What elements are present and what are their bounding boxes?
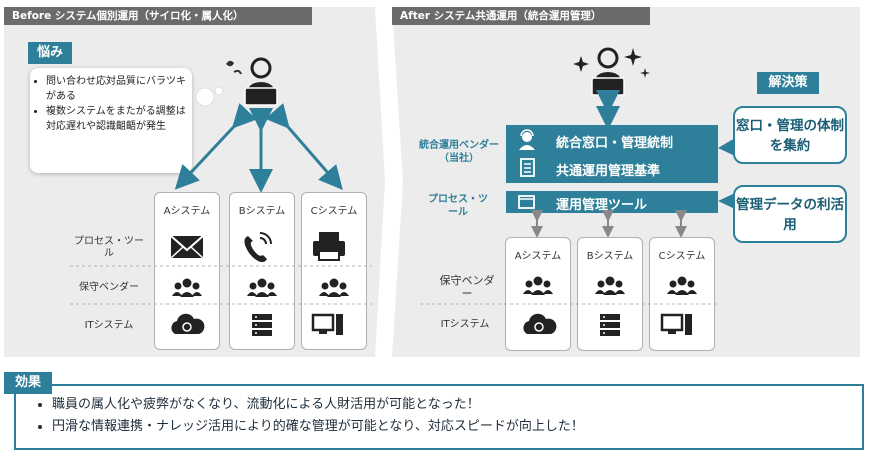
people-group-icon [523,276,553,295]
ops-tool-box [506,191,718,213]
cloud-icon [523,313,557,334]
support-agent-icon [519,129,535,150]
server-icon [252,314,272,336]
printer-icon [313,232,345,261]
row-label-vendor: 保守ベンダー [439,274,495,300]
people-group-icon [172,278,202,297]
before-header: Before システム個別運用（サイロ化・属人化） [4,7,312,25]
effects-box: 職員の属人化や疲弊がなくなり、流動化による人財活用が可能となった！ 円滑な情報連… [14,384,864,450]
solution-tag: 解決策 [757,72,819,94]
worry-item: 問い合わせ応対品質にバラツキがある [46,74,186,104]
desktop-pc-icon [660,313,692,335]
people-group-icon [247,278,277,297]
ops-tool-label: 運用管理ツール [556,198,648,213]
desktop-pc-icon [311,313,343,335]
system-title: Cシステム [658,251,706,262]
row-label-it: ITシステム [84,320,134,331]
system-title: Aシステム [514,251,562,262]
cloud-icon [171,313,205,334]
people-group-icon [595,276,625,295]
checklist-icon [520,158,535,177]
system-title: Cシステム [310,206,358,217]
worry-bubble: 問い合わせ応対品質にバラツキがある 複数システムをまたがる調整は対応遅れや認識齟… [30,68,192,173]
effect-item: 職員の属人化や疲弊がなくなり、流動化による人財活用が可能となった！ [52,394,862,416]
worry-tag: 悩み [28,42,72,64]
integrated-management-box [506,125,718,183]
row-label-it: ITシステム [440,319,490,330]
server-icon [600,314,620,336]
vendor-label: 統合運用ベンダー（当社） [419,140,499,164]
phone-icon [244,232,272,263]
integrated-item: 共通運用管理基準 [556,164,661,179]
people-group-icon [667,276,697,295]
mail-icon [170,235,204,259]
people-group-icon [319,278,349,297]
callout-centralize: 窓口・管理の体制を集約 [733,106,847,164]
system-title: Aシステム [163,206,211,217]
worry-item: 複数システムをまたがる調整は対応遅れや認識齟齬が発生 [46,104,186,134]
window-icon [518,195,535,209]
callout-data-use: 管理データの利活用 [733,185,847,243]
row-label-vendor: 保守ベンダー [79,282,139,293]
process-tool-label: プロセス・ツール [428,194,488,218]
system-title: Bシステム [238,206,286,217]
after-header: After システム共通運用（統合運用管理） [392,7,650,25]
system-title: Bシステム [586,251,634,262]
integrated-item: 統合窓口・管理統制 [556,136,674,151]
effect-item: 円滑な情報連携・ナレッジ活用により的確な管理が可能となり、対応スピードが向上した… [52,416,862,438]
row-label-process: プロセス・ツール [74,236,144,259]
effects-tag: 効果 [4,372,52,394]
